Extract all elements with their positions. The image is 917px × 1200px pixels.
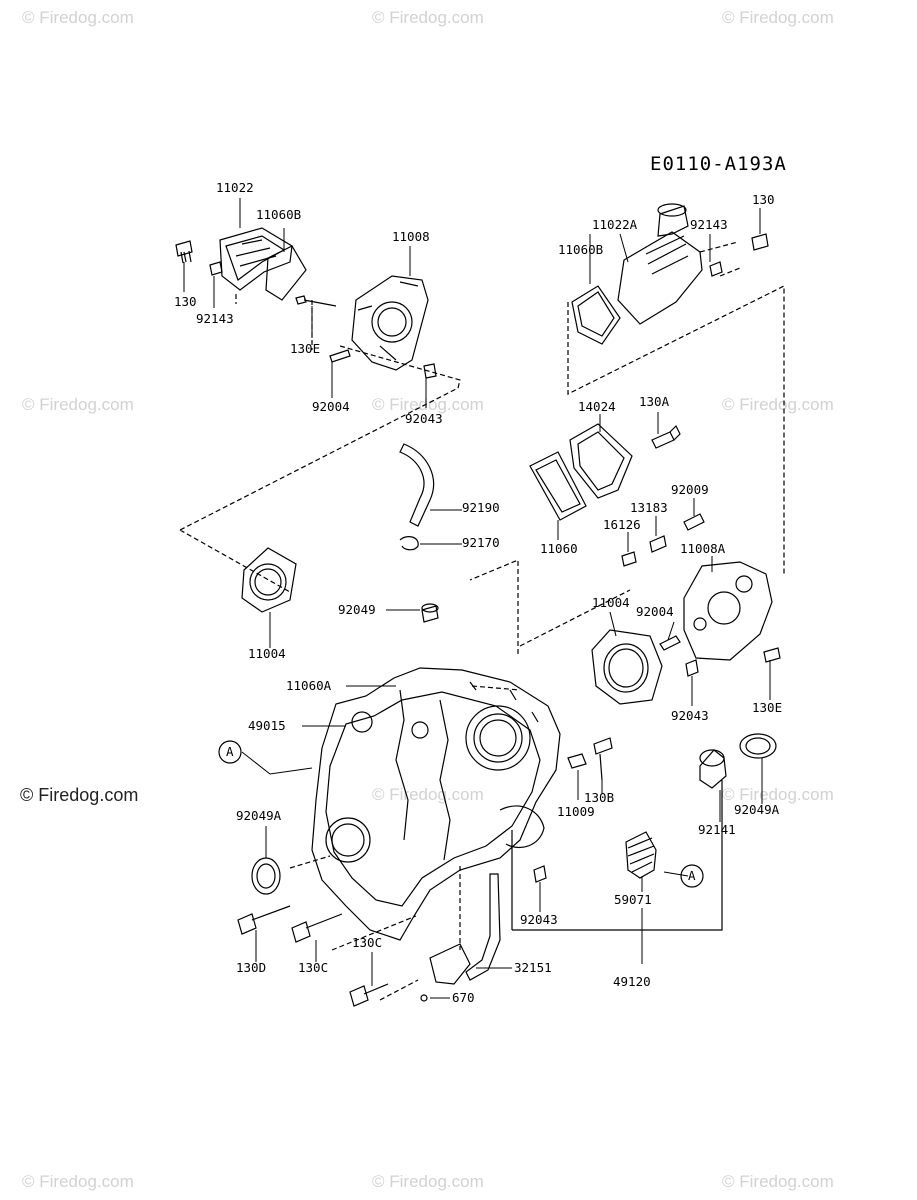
watermark: © Firedog.com [722, 1172, 834, 1191]
gasket-11004-right [591, 629, 663, 705]
watermark: © Firedog.com [372, 395, 484, 414]
pin-92043-lower [533, 865, 547, 883]
bolt-130c-lower [349, 983, 389, 1007]
callout-label: 92043 [671, 708, 709, 723]
watermark: © Firedog.com [722, 8, 834, 27]
callout-label: 11060B [558, 242, 604, 257]
filter-59071 [625, 831, 657, 879]
callout-label: 92004 [636, 604, 674, 619]
callout-label: 92004 [312, 399, 350, 414]
callout-label: 92170 [462, 535, 500, 550]
seal-92049a-left [251, 857, 281, 895]
callout-label: 92049 [338, 602, 376, 617]
gasket-11060b-right [571, 285, 621, 345]
callout-label: 11008A [680, 541, 726, 556]
watermark: © Firedog.com [722, 785, 834, 804]
watermark: © Firedog.com [722, 395, 834, 414]
small-parts-right [621, 513, 781, 677]
callout-label: 130C [298, 960, 329, 975]
oring-670 [420, 994, 428, 1002]
leader-lines [183, 198, 771, 999]
callout-label: 11004 [592, 595, 630, 610]
callout-label: 92009 [671, 482, 709, 497]
bolt-130-left [175, 240, 193, 264]
pin-92143-right [709, 261, 723, 277]
callout-label: 92143 [196, 311, 234, 326]
callout-label: 11060 [540, 541, 578, 556]
bolt-130c-upper [291, 913, 343, 943]
callout-label: 92143 [690, 217, 728, 232]
callout-label: 130E [752, 700, 783, 715]
diagram-code: E0110-A193A [650, 153, 787, 175]
callout-label: 11060B [256, 207, 302, 222]
callout-label: 59071 [614, 892, 652, 907]
rocker-cover-right [617, 203, 703, 325]
callout-label: 92190 [462, 500, 500, 515]
callout-label: 11060A [286, 678, 332, 693]
watermark: © Firedog.com [22, 8, 134, 27]
bolt-130d [237, 905, 291, 935]
pin-92143-left [209, 261, 223, 276]
callout-label: 11022 [216, 180, 254, 195]
pipe-32151 [429, 873, 501, 985]
watermark: © Firedog.com [372, 1172, 484, 1191]
bolt-130-right [751, 233, 769, 251]
callout-label: 49015 [248, 718, 286, 733]
callout-label: 92043 [405, 411, 443, 426]
callout-label: 130D [236, 960, 267, 975]
callout-label: 130 [752, 192, 775, 207]
callout-label: 11009 [557, 804, 595, 819]
clip-92170 [399, 536, 419, 551]
watermark: © Firedog.com [22, 1172, 134, 1191]
gasket-14024 [569, 423, 633, 499]
reference-circle-a-right [680, 864, 704, 888]
callout-label: 11022A [592, 217, 638, 232]
callout-label: 130A [639, 394, 670, 409]
reference-label-a-left: A [226, 744, 234, 759]
callout-label: 11008 [392, 229, 430, 244]
watermark: © Firedog.com [22, 395, 134, 414]
callout-label: 130 [174, 294, 197, 309]
watermark: © Firedog.com [372, 785, 484, 804]
callout-label: 32151 [514, 960, 552, 975]
callout-label: 670 [452, 990, 475, 1005]
callout-label: 92141 [698, 822, 736, 837]
pin-92043-left [423, 363, 437, 379]
seal-92049a-right [739, 733, 777, 759]
pin-92004-left [329, 349, 351, 363]
bolt-130e-left [295, 295, 337, 307]
cap-92049 [421, 603, 439, 623]
reference-circle-a-left [218, 740, 242, 764]
bolt-130a [651, 424, 681, 449]
reference-label-a-right: A [688, 868, 696, 883]
rocker-cover-left [219, 227, 293, 291]
cylinder-head-11008a [683, 561, 773, 661]
watermark: © Firedog.com [372, 8, 484, 27]
bushing-92141 [699, 749, 727, 789]
hose-92190 [399, 443, 435, 527]
gasket-11060b-left [265, 245, 307, 301]
callout-label: 92049A [734, 802, 780, 817]
callout-label: 16126 [603, 517, 641, 532]
callout-label: 14024 [578, 399, 616, 414]
bolt-130b [593, 737, 613, 781]
watermark-primary: © Firedog.com [20, 785, 139, 805]
nut-11009 [567, 753, 587, 769]
crankcase-49015 [311, 667, 561, 941]
callout-label: 130E [290, 341, 321, 356]
callout-label: 92049A [236, 808, 282, 823]
callout-label: 130C [352, 935, 383, 950]
cylinder-head-11008 [351, 275, 429, 371]
gasket-11004-left [241, 547, 297, 613]
callout-label: 130B [584, 790, 615, 805]
callout-label: 11004 [248, 646, 286, 661]
callout-label: 49120 [613, 974, 651, 989]
callout-label: 92043 [520, 912, 558, 927]
callout-label: 13183 [630, 500, 668, 515]
gasket-11060 [529, 451, 587, 521]
